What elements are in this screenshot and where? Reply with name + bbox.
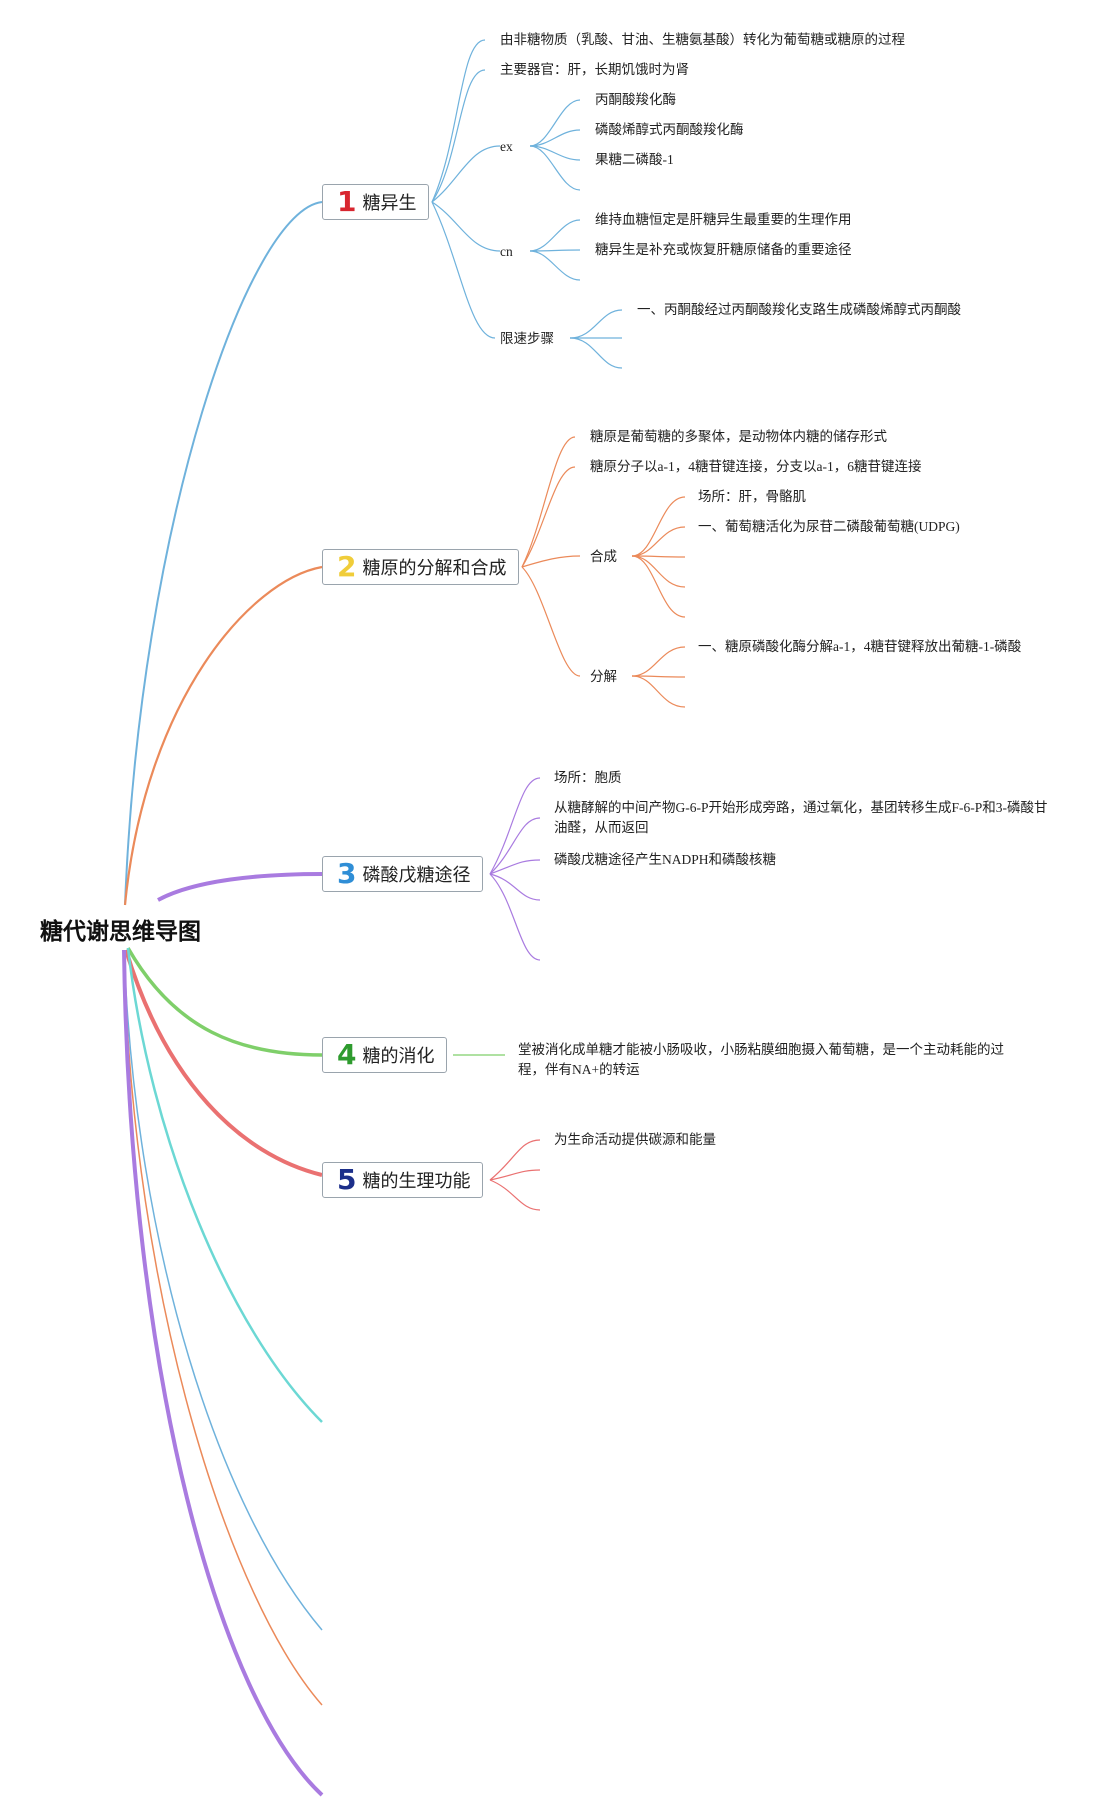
branch-empty-orange (123, 949, 323, 1706)
synthesis-item[interactable]: 场所：肝，骨骼肌 (698, 489, 806, 504)
decomposition-item[interactable]: 一、糖原磷酸化酶分解a-1，4糖苷键释放出葡糖-1-磷酸 (698, 639, 1022, 654)
subtopic-cn[interactable]: cn (500, 244, 513, 259)
subtopic-decomposition[interactable]: 分解 (590, 669, 617, 684)
topic-title: 磷酸戊糖途径 (362, 865, 471, 886)
topic-title: 糖的生理功能 (362, 1171, 471, 1192)
subtopic-organ[interactable]: 主要器官：肝，长期饥饿时为肾 (500, 62, 689, 77)
topic-number-5: 5 (337, 1163, 357, 1196)
cn-item[interactable]: 糖异生是补充或恢复肝糖原储备的重要途径 (595, 242, 852, 257)
topic-title: 糖异生 (362, 193, 417, 214)
topic-digestion[interactable]: 4 糖的消化 (322, 1037, 448, 1073)
subtopic-definition[interactable]: 由非糖物质（乳酸、甘油、生糖氨基酸）转化为葡萄糖或糖原的过程 (500, 32, 905, 47)
topic-title: 糖的消化 (362, 1046, 435, 1067)
topic-number-4: 4 (337, 1038, 357, 1071)
branch-empty-teal (126, 947, 323, 1423)
branch-4-connector (126, 947, 323, 1057)
topic-physiological-function[interactable]: 5 糖的生理功能 (322, 1162, 484, 1198)
branch-2-connector (123, 565, 323, 906)
subtopic-process[interactable]: 从糖酵解的中间产物G-6-P开始形成旁路，通过氧化，基团转移生成F-6-P和3-… (554, 800, 1048, 835)
topic-number-1: 1 (337, 185, 357, 218)
topic-title: 糖原的分解和合成 (362, 558, 507, 579)
subtopic-place[interactable]: 场所：胞质 (554, 770, 622, 785)
ex-item[interactable]: 丙酮酸羧化酶 (595, 92, 676, 107)
root-topic[interactable]: 糖代谢思维导图 (40, 919, 201, 945)
ex-item[interactable]: 磷酸烯醇式丙酮酸羧化酶 (595, 122, 744, 137)
branch-empty-purple (122, 949, 324, 1797)
subtopic-rate-limiting-step[interactable]: 限速步骤 (500, 331, 554, 346)
topic-glycogen[interactable]: 2 糖原的分解和合成 (322, 549, 520, 585)
subtopic-ex[interactable]: ex (500, 139, 513, 154)
topic-gluconeogenesis[interactable]: 1 糖异生 (322, 184, 430, 220)
ex-item[interactable]: 果糖二磷酸-1 (595, 152, 674, 167)
subtopic-definition[interactable]: 糖原是葡萄糖的多聚体，是动物体内糖的储存形式 (590, 429, 887, 444)
synthesis-item[interactable]: 一、葡萄糖活化为尿苷二磷酸葡萄糖(UDPG) (698, 519, 960, 534)
subtopic-structure[interactable]: 糖原分子以a-1，4糖苷键连接，分支以a-1，6糖苷键连接 (590, 459, 922, 474)
topic-number-2: 2 (337, 550, 357, 583)
branch-1-connector (124, 201, 323, 906)
rate-item[interactable]: 一、丙酮酸经过丙酮酸羧化支路生成磷酸烯醇式丙酮酸 (637, 302, 961, 317)
branch-5-connector (124, 949, 323, 1177)
subtopic-digestion-text[interactable]: 堂被消化成单糖才能被小肠吸收，小肠粘膜细胞摄入葡萄糖，是一个主动耗能的过程，伴有… (518, 1042, 1004, 1077)
topic-number-3: 3 (337, 857, 357, 890)
subtopic-synthesis[interactable]: 合成 (590, 549, 617, 564)
subtopic-function[interactable]: 为生命活动提供碳源和能量 (554, 1132, 716, 1147)
topic-pentose-phosphate[interactable]: 3 磷酸戊糖途径 (322, 856, 484, 892)
branch-3-connector (157, 872, 323, 902)
branch-empty-blue (123, 949, 323, 1631)
subtopic-product[interactable]: 磷酸戊糖途径产生NADPH和磷酸核糖 (554, 852, 777, 867)
cn-item[interactable]: 维持血糖恒定是肝糖异生最重要的生理作用 (595, 212, 852, 227)
